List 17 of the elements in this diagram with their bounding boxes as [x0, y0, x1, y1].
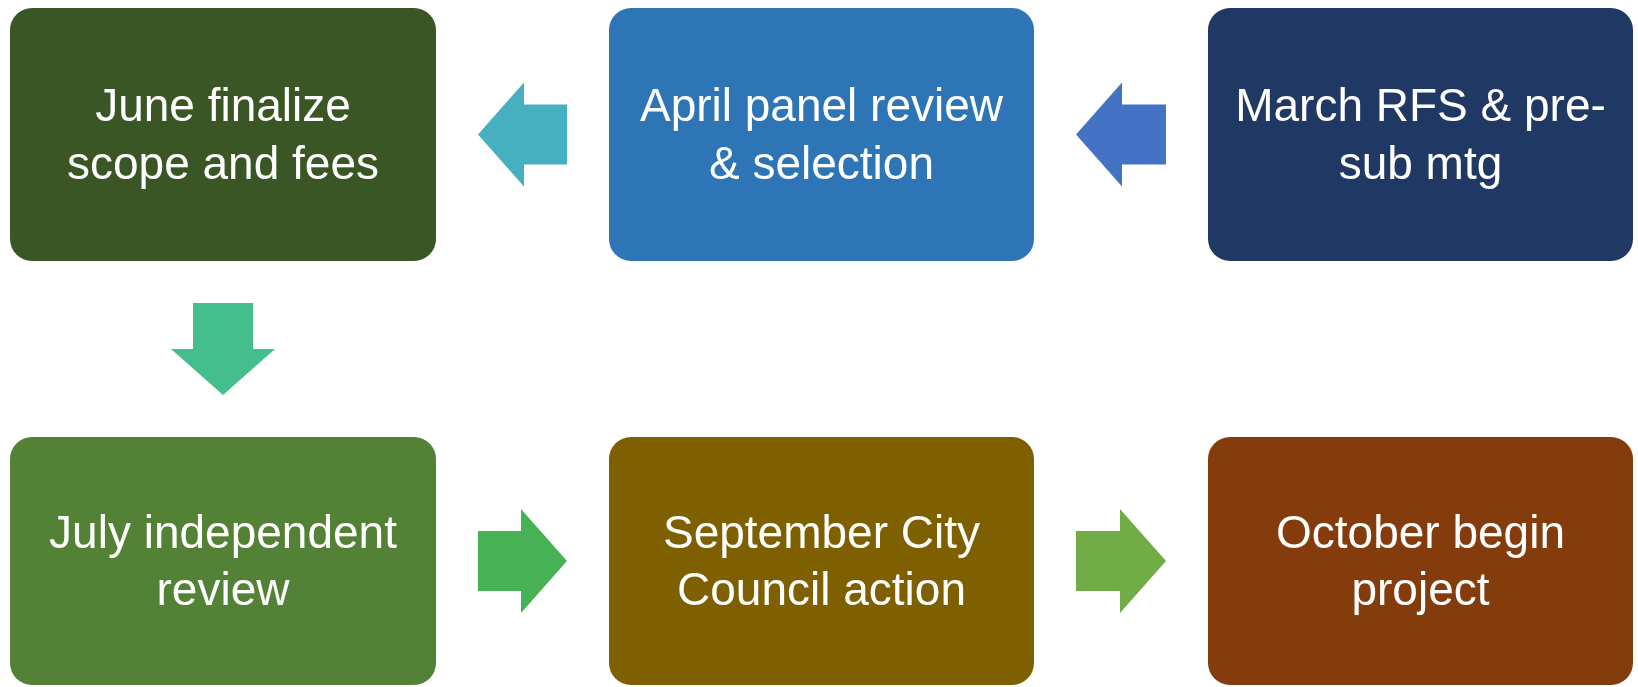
process-box	[609, 8, 1034, 261]
step-label: September City Council action	[662, 504, 981, 617]
process-box	[10, 437, 436, 685]
process-box	[1208, 437, 1633, 685]
step-label: March RFS & pre-sub mtg	[1234, 78, 1607, 191]
step-label: October begin project	[1275, 504, 1566, 617]
block-arrow	[1076, 82, 1166, 187]
block-arrow	[478, 509, 567, 613]
step-label: April panel review & selection	[638, 78, 1005, 191]
block-arrow	[478, 82, 567, 187]
step-label: July independent review	[48, 504, 398, 617]
block-arrow	[171, 303, 275, 395]
process-box	[10, 8, 436, 261]
step-label: June finalize scope and fees	[66, 78, 380, 191]
process-box	[609, 437, 1034, 685]
process-box	[1208, 8, 1633, 261]
block-arrow	[1076, 509, 1166, 613]
